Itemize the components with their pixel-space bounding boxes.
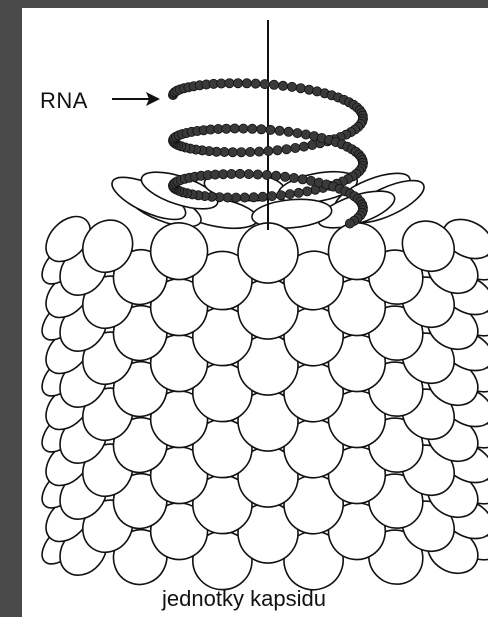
rna-nucleotide	[301, 130, 310, 139]
rna-nucleotide	[260, 80, 269, 89]
rna-nucleotide	[305, 85, 314, 94]
rna-nucleotide	[296, 84, 305, 93]
rna-nucleotide	[222, 124, 231, 133]
rna-nucleotide	[298, 175, 307, 184]
rna-nucleotide	[272, 171, 281, 180]
rna-nucleotide	[262, 170, 271, 179]
rna-nucleotide	[345, 219, 354, 228]
rna-nucleotide	[273, 146, 282, 155]
rna-nucleotide	[291, 143, 300, 152]
rna-nucleotide	[248, 124, 257, 133]
rna-nucleotide	[230, 124, 239, 133]
rna-label: RNA	[40, 88, 88, 114]
rna-nucleotide	[227, 169, 236, 178]
rna-nucleotide	[225, 79, 234, 88]
rna-nucleotide	[289, 173, 298, 182]
rna-nucleotide	[267, 192, 276, 201]
rna-nucleotide	[303, 187, 312, 196]
rna-nucleotide	[239, 124, 248, 133]
rna-nucleotide	[240, 193, 249, 202]
rna-arrow-icon	[112, 92, 160, 106]
rna-nucleotide	[251, 79, 260, 88]
rna-nucleotide	[294, 188, 303, 197]
rna-nucleotide	[299, 142, 308, 151]
figure-caption: jednotky kapsidu	[0, 586, 488, 612]
rna-nucleotide	[255, 147, 264, 156]
rna-nucleotide	[281, 172, 290, 181]
rna-nucleotide	[284, 127, 293, 136]
rna-nucleotide	[257, 125, 266, 134]
rna-nucleotide	[285, 190, 294, 199]
rna-nucleotide	[266, 125, 275, 134]
rna-nucleotide	[242, 79, 251, 88]
rna-nucleotide	[258, 192, 267, 201]
capsid-body	[35, 165, 488, 599]
rna-nucleotide	[231, 193, 240, 202]
rna-nucleotide	[282, 145, 291, 154]
rna-nucleotide	[278, 81, 287, 90]
rna-nucleotide	[246, 147, 255, 156]
rna-nucleotide	[264, 146, 273, 155]
rna-nucleotide	[237, 148, 246, 157]
rna-nucleotide	[293, 129, 302, 138]
rna-nucleotide	[308, 140, 317, 149]
rna-nucleotide	[275, 126, 284, 135]
rna-nucleotide	[253, 170, 262, 179]
rna-nucleotide	[233, 79, 242, 88]
rna-nucleotide	[244, 170, 253, 179]
rna-nucleotide	[269, 80, 278, 89]
rna-nucleotide	[228, 148, 237, 157]
rna-nucleotide	[287, 82, 296, 91]
rna-nucleotide	[249, 193, 258, 202]
rna-nucleotide	[235, 169, 244, 178]
rna-nucleotide	[276, 191, 285, 200]
